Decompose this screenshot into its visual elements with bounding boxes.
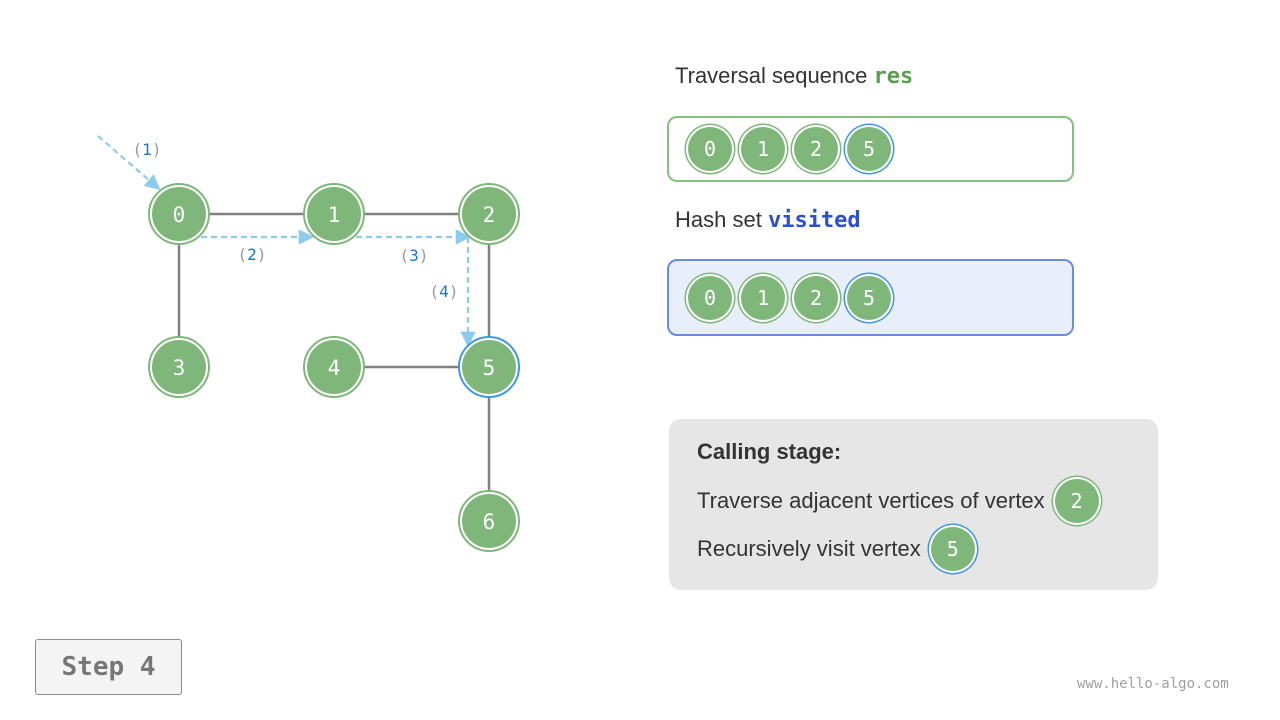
res-title-prefix: Traversal sequence	[675, 63, 868, 88]
graph-diagram: 0 1 2 3 4 5 6 (1) (2) (3)(4)	[97, 135, 520, 552]
traversal-step-label-2: (2)	[238, 245, 267, 264]
visited-item-2: 2	[794, 275, 838, 320]
stage-line-2-text: Recursively visit vertex	[697, 536, 921, 561]
traversal-arrow-1	[97, 135, 161, 191]
graph-node-label-4: 4	[328, 356, 341, 380]
graph-node-3: 3	[148, 336, 210, 398]
traversal-step-label-4: (4)	[430, 282, 459, 301]
visited-title-code: visited	[767, 208, 861, 233]
visited-item-1: 1	[741, 275, 785, 320]
graph-node-label-1: 1	[328, 203, 341, 227]
graph-node-label-5: 5	[483, 356, 496, 380]
traversal-step-label-3: (3)	[400, 246, 429, 265]
res-item-0: 0	[688, 127, 732, 171]
stage-line-1-text: Traverse adjacent vertices of vertex	[697, 488, 1045, 513]
graph-nodes: 0 1 2 3 4 5 6	[148, 183, 520, 552]
res-item-5: 5	[847, 127, 891, 171]
graph-node-label-3: 3	[173, 356, 186, 380]
graph-node-label-6: 6	[483, 510, 496, 534]
stage-vertex-2: 2	[1054, 479, 1099, 523]
step-indicator: Step 4	[35, 639, 182, 695]
watermark: www.hello-algo.com	[1077, 676, 1229, 692]
visited-title-prefix: Hash set	[675, 207, 762, 232]
graph-node-4: 4	[303, 336, 365, 398]
visited-title: Hash set visited	[675, 207, 861, 233]
visited-item-5: 5	[847, 275, 891, 320]
calling-stage-panel: Calling stage: Traverse adjacent vertice…	[669, 419, 1158, 590]
stage-vertex-5: 5	[930, 527, 975, 571]
res-item-1: 1	[741, 127, 785, 171]
res-item-2: 2	[794, 127, 838, 171]
traversal-step-label-1: (1)	[133, 140, 162, 159]
res-title: Traversal sequence res	[675, 63, 913, 89]
graph-node-label-2: 2	[483, 203, 496, 227]
traversal-step-labels: (1) (2) (3)(4)	[133, 140, 459, 301]
graph-node-6: 6	[458, 490, 520, 552]
graph-node-2: 2	[458, 183, 520, 245]
traversal-arrows	[97, 135, 476, 348]
visited-item-0: 0	[688, 275, 732, 320]
graph-node-5: 5	[458, 336, 520, 398]
graph-node-0: 0	[148, 183, 210, 245]
stage-line-traverse: Traverse adjacent vertices of vertex 2	[697, 479, 1158, 523]
res-title-code: res	[873, 64, 914, 89]
stage-line-recurse: Recursively visit vertex 5	[697, 527, 1158, 571]
stage-title: Calling stage:	[697, 439, 842, 464]
graph-node-1: 1	[303, 183, 365, 245]
graph-node-label-0: 0	[173, 203, 186, 227]
